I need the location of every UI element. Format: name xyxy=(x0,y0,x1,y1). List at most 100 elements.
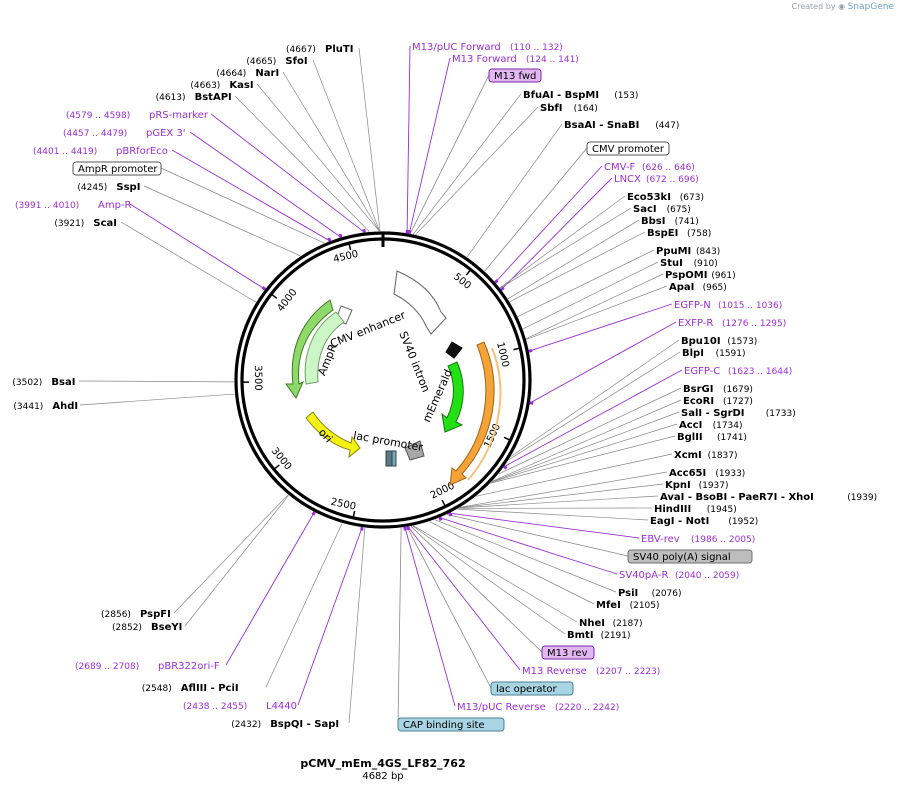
avai-bsobi-paer7i-xhoi-label: AvaI - BsoBI - PaeR7I - XhoI xyxy=(660,492,814,503)
bbsi-coord: (741) xyxy=(675,217,699,227)
ppumi-label: PpuMI xyxy=(656,246,691,257)
m13-puc-reverse-label: M13/pUC Reverse xyxy=(457,702,546,713)
blpi-coord: (1591) xyxy=(716,349,746,359)
tick-label-4500: 4500 xyxy=(332,249,359,266)
primer-mark-0 xyxy=(405,229,410,234)
bsaai-snabi-label: BsaAI - SnaBI xyxy=(564,120,639,131)
egfp-n-coord: (1015 .. 1036) xyxy=(718,301,782,311)
orf-arrow-outer xyxy=(449,341,495,486)
leader-ppumi xyxy=(517,249,655,317)
leader-cmv-f xyxy=(495,165,603,283)
leader-bfuai-bspmi xyxy=(413,93,522,235)
leader-bseyi xyxy=(184,495,289,627)
feature-box-label-cmv-promoter: CMV promoter xyxy=(592,144,665,155)
saci-label: SacI xyxy=(633,204,657,215)
leader-m13-puc-forward xyxy=(406,45,411,233)
primer-mark-4 xyxy=(528,349,533,353)
leader-sv40pa-r xyxy=(439,517,618,575)
leader-bpu10i xyxy=(510,339,680,457)
bpu10i-coord: (1573) xyxy=(727,337,757,347)
plasmid-name: pCMV_mEm_4GS_LF82_762 xyxy=(300,757,465,770)
leader-scai xyxy=(120,221,257,303)
leader-nari xyxy=(282,71,380,232)
ampr-body xyxy=(304,311,345,385)
leader-blpi xyxy=(508,351,681,460)
feature-box-label-sv40-poly-a-signal: SV40 poly(A) signal xyxy=(633,552,731,563)
psii-label: PsiI xyxy=(618,588,638,599)
tick-500 xyxy=(465,269,471,276)
sv40pa-r-label: SV40pA-R xyxy=(619,570,668,581)
pbr322ori-f-label: pBR322ori-F xyxy=(158,661,220,672)
eco53ki-label: Eco53kI xyxy=(627,192,671,203)
bmti-label: BmtI xyxy=(567,630,594,641)
tick-2000 xyxy=(441,499,446,506)
leader-pspomi xyxy=(526,273,664,339)
nari-coord: (4664) xyxy=(216,69,246,79)
bseyi-coord: (2852) xyxy=(112,623,142,633)
sfoi-coord: (4665) xyxy=(246,57,276,67)
primer-mark-12 xyxy=(311,511,316,516)
leader-pbr322ori-f xyxy=(225,511,315,666)
tick-1000 xyxy=(513,347,520,351)
sspi-label: SspI xyxy=(116,182,140,193)
feature-box-m13-fwd xyxy=(488,68,542,83)
ahdi-label: AhdI xyxy=(52,401,78,412)
mEmerald-arrow xyxy=(441,361,464,433)
leader-egfp-c xyxy=(503,369,683,468)
leader-m13-forward xyxy=(408,57,451,234)
bspqi-sapi-label: BspQI - SapI xyxy=(270,719,339,730)
leader-eco53ki xyxy=(499,195,626,289)
eco53ki-coord: (673) xyxy=(680,193,704,203)
primer-mark-3 xyxy=(500,286,505,291)
tick-label-2500: 2500 xyxy=(330,497,357,513)
egfp-n-label: EGFP-N xyxy=(674,300,711,311)
tick-4500 xyxy=(348,243,352,251)
leader-kasi xyxy=(256,83,380,232)
saci-coord: (675) xyxy=(667,205,691,215)
site-labels: (4667)PluTI(4665)SfoI(4664)NarI(4663)Kas… xyxy=(12,42,877,730)
pspomi-label: PspOMI xyxy=(665,270,707,281)
amp-r-label: Amp-R xyxy=(98,200,132,211)
m13-reverse-coord: (2207 .. 2223) xyxy=(596,667,660,677)
leader-lncx xyxy=(501,177,613,290)
bsai-coord: (3502) xyxy=(12,378,42,388)
leader-pgex-3 xyxy=(189,131,342,238)
bsrgi-coord: (1679) xyxy=(723,385,753,395)
leader-sfoi xyxy=(312,59,380,232)
primer-mark-14 xyxy=(327,237,332,242)
sbfi-label: SbfI xyxy=(540,103,562,114)
leader-ampr-promoter xyxy=(160,167,325,244)
ampr-arrow xyxy=(285,299,334,400)
bfuai-bspmi-label: BfuAI - BspMI xyxy=(523,90,599,101)
afliii-pcii-coord: (2548) xyxy=(142,684,172,694)
pbrforeco-label: pBRforEco xyxy=(116,146,168,157)
mfei-coord: (2105) xyxy=(630,601,660,611)
leader-cmv-promoter xyxy=(484,147,588,272)
kasi-coord: (4663) xyxy=(190,81,220,91)
leader-bsrgi xyxy=(498,387,682,475)
ahdi-coord: (3441) xyxy=(13,402,43,412)
l4440-label: L4440 xyxy=(266,701,297,712)
leader-bsaai-snabi xyxy=(466,123,563,258)
acc65i-label: Acc65I xyxy=(669,468,706,479)
apai-label: ApaI xyxy=(669,282,694,293)
ebv-rev-label: EBV-rev xyxy=(641,534,680,545)
acci-coord: (1734) xyxy=(713,421,743,431)
bglii-label: BglII xyxy=(677,432,703,443)
amp-r-coord: (3991 .. 4010) xyxy=(15,201,79,211)
bfuai-bspmi-coord: (153) xyxy=(614,91,638,101)
mfei-label: MfeI xyxy=(596,600,621,611)
feature-box-sv40-poly-a-signal xyxy=(627,549,753,564)
kpni-label: KpnI xyxy=(665,480,691,491)
leader-sali-sgrdi xyxy=(491,411,680,483)
primer-mark-9 xyxy=(406,526,411,531)
m13-puc-forward-label: M13/pUC Forward xyxy=(412,42,501,53)
xcmi-coord: (1837) xyxy=(708,451,738,461)
leader-apai xyxy=(526,285,668,340)
primer-marks xyxy=(261,229,534,531)
inner-label-sv40-intron: SV40 intron xyxy=(396,330,432,395)
nhei-coord: (2187) xyxy=(613,619,643,629)
cmv-f-label: CMV-F xyxy=(604,162,635,173)
bsai-label: BsaI xyxy=(51,377,75,388)
